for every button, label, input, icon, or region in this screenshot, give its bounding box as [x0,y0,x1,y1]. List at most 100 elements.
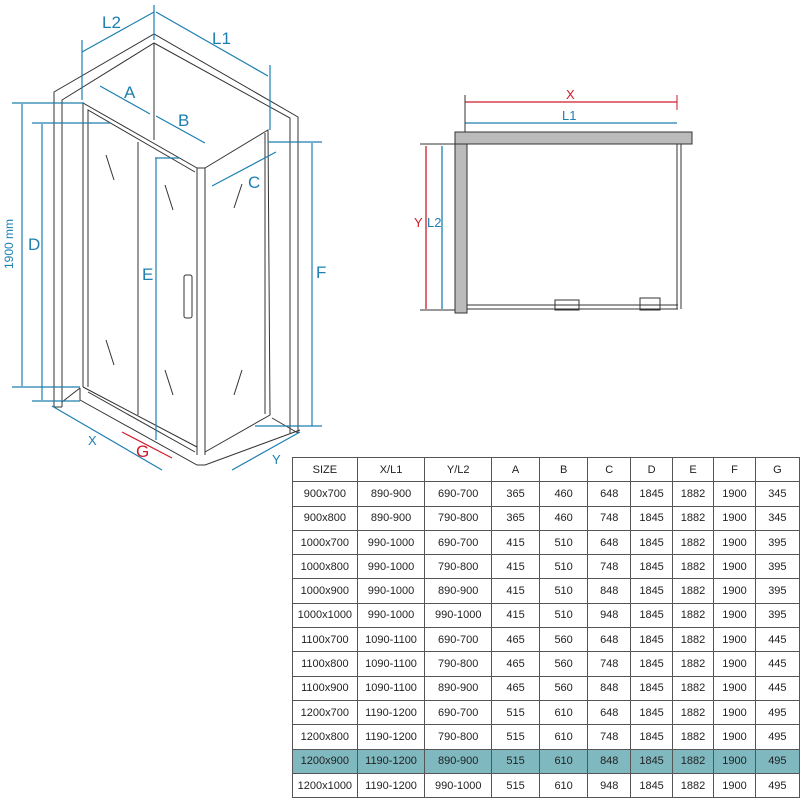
table-cell: 510 [539,554,589,580]
table-cell: 1845 [630,481,673,507]
table-cell: 1900 [713,627,756,653]
label-b: B [178,111,190,130]
table-cell: 460 [539,481,589,507]
table-cell: 648 [587,481,632,507]
column-header: A [491,456,541,483]
column-header: C [587,456,632,483]
column-header: SIZE [292,456,358,483]
table-cell: 648 [587,699,632,726]
table-cell: 610 [539,699,589,726]
table-cell: 1190-1200 [356,772,426,799]
table-cell: 560 [539,675,589,701]
column-header: Y/L2 [424,456,493,483]
table-cell: 890-900 [356,505,426,531]
table-cell: 990-1000 [356,602,426,629]
table-cell: 1845 [630,578,673,604]
table-cell: 515 [491,724,541,750]
enclosure-outline [53,33,301,466]
table-cell: 690-700 [424,699,493,726]
label-d: D [28,235,41,254]
table-cell: 1900 [713,675,756,701]
table-cell: 990-1000 [356,554,426,580]
table-cell: 1090-1100 [356,651,426,677]
table-cell: 1882 [671,578,715,604]
table-cell: 848 [587,675,632,701]
table-cell: 790-800 [424,651,493,677]
table-cell: 990-1000 [356,578,426,604]
table-cell: 1845 [630,675,673,701]
table-cell: 990-1000 [424,602,493,629]
table-cell: 648 [587,627,632,653]
table-cell: 445 [754,651,800,677]
table-cell: 1882 [671,602,715,629]
table-cell: 495 [754,699,800,726]
table-cell: 1900 [713,554,756,580]
table-cell: 460 [539,505,589,531]
table-cell: 1845 [630,772,673,799]
table-cell: 415 [491,602,541,629]
table-cell: 1845 [630,748,673,774]
label-y: Y [272,452,281,467]
table-cell: 1882 [671,651,715,677]
table-cell: 495 [754,772,800,799]
g-dimension-line [121,431,173,459]
plan-view [420,95,693,314]
table-cell: 900x700 [292,481,358,507]
table-cell: 395 [754,578,800,604]
table-cell: 1882 [671,529,715,556]
column-header: D [630,456,673,483]
column-header: E [671,456,715,483]
table-cell: 1900 [713,505,756,531]
table-cell: 900x800 [292,505,358,531]
table-cell: 515 [491,699,541,726]
table-cell: 1882 [671,675,715,701]
table-cell: 1845 [630,651,673,677]
table-cell: 1882 [671,627,715,653]
label-a: A [124,83,136,102]
table-cell: 948 [587,772,632,799]
table-cell: 1200x900 [292,748,358,774]
label-g: G [136,442,150,461]
dimension-lines [12,5,322,471]
table-cell: 1882 [671,481,715,507]
table-cell: 690-700 [424,529,493,556]
table-cell: 1100x700 [292,627,358,653]
table-cell: 1845 [630,602,673,629]
table-cell: 560 [539,651,589,677]
label-x: X [88,433,97,448]
label-f: F [316,263,327,282]
table-cell: 1882 [671,699,715,726]
table-cell: 1882 [671,772,715,799]
table-cell: 748 [587,651,632,677]
table-cell: 1845 [630,699,673,726]
table-cell: 748 [587,554,632,580]
plan-label-l2: L2 [427,215,442,230]
table-cell: 345 [754,505,800,531]
table-cell: 748 [587,505,632,531]
table-cell: 890-900 [424,675,493,701]
table-cell: 990-1000 [424,772,493,799]
table-cell: 790-800 [424,724,493,750]
table-cell: 1882 [671,505,715,531]
table-cell: 1882 [671,724,715,750]
plan-label-y: Y [414,215,423,230]
table-cell: 1090-1100 [356,675,426,701]
table-cell: 1200x700 [292,699,358,726]
table-cell: 610 [539,748,589,774]
table-cell: 1900 [713,578,756,604]
table-cell: 1100x800 [292,651,358,677]
table-cell: 848 [587,748,632,774]
table-cell: 510 [539,529,589,556]
table-cell: 890-900 [424,578,493,604]
table-cell: 1900 [713,724,756,750]
